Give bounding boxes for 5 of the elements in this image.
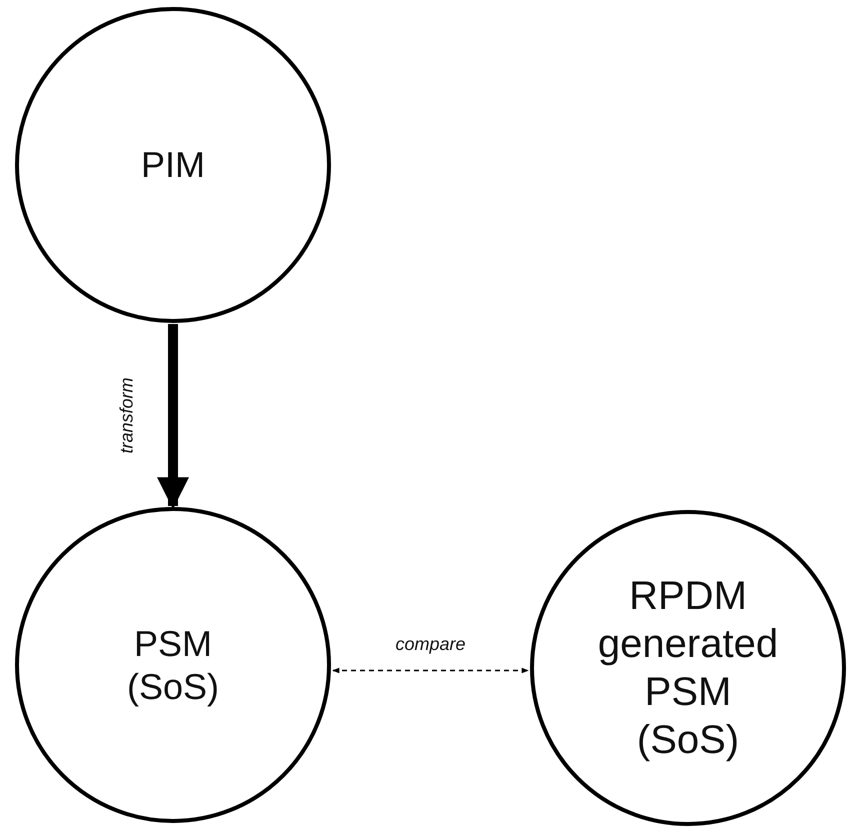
arrow [332,668,529,674]
node-label: PIM [140,143,205,187]
node-label: RPDM generated PSM (SoS) [596,573,780,764]
node-label: PSM (SoS) [126,622,220,708]
arrow [157,324,189,510]
